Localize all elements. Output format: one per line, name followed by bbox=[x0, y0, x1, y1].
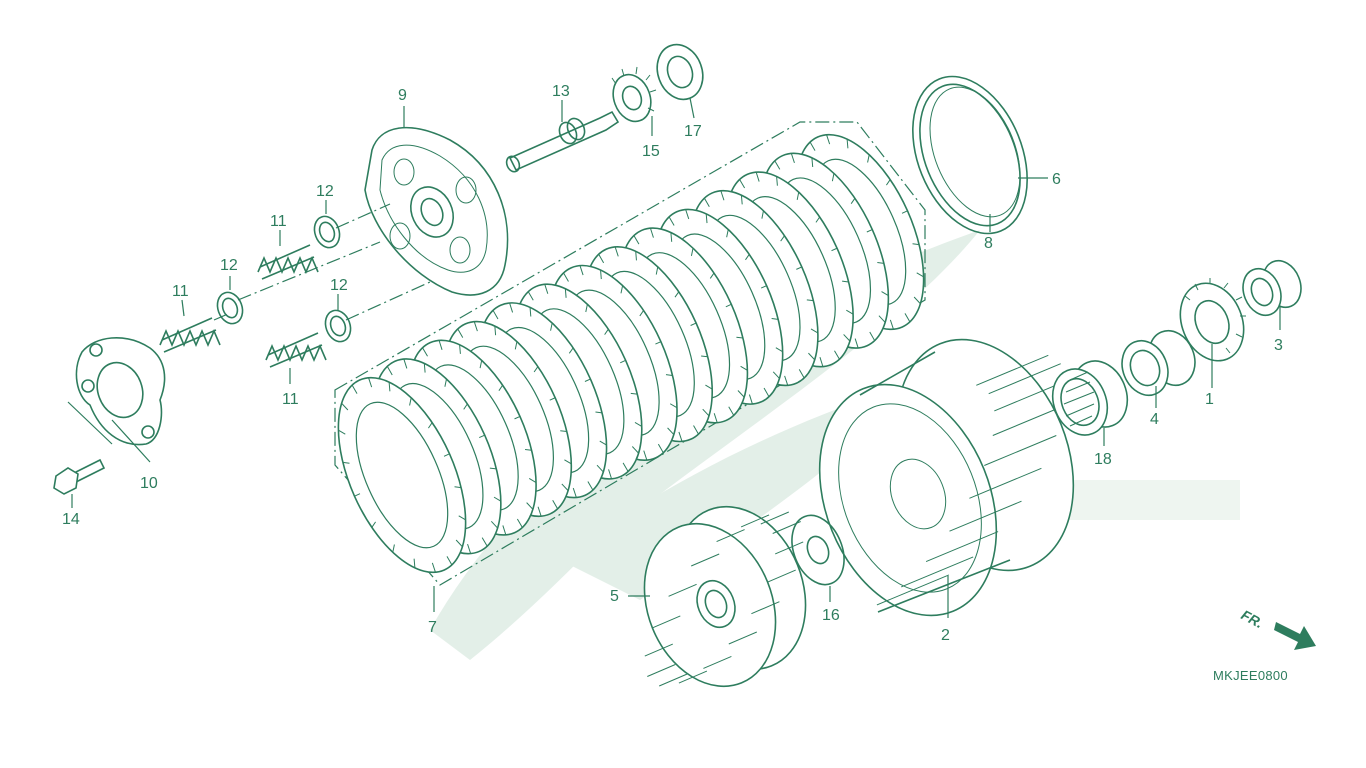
front-direction-indicator: FR. bbox=[1239, 607, 1316, 650]
diagram-code: MKJEE0800 bbox=[1213, 668, 1288, 683]
callout-10: 10 bbox=[140, 475, 158, 492]
part-10-lifter-plate bbox=[75, 337, 166, 446]
part-11-spring-c bbox=[265, 332, 327, 368]
spring-axis-c bbox=[335, 203, 391, 229]
callout-numbers: 1 2 3 4 5 6 7 8 9 10 11 11 11 12 12 12 1… bbox=[62, 83, 1283, 644]
part-1-drive-sprocket bbox=[1179, 278, 1246, 362]
part-5-clutch-center bbox=[643, 505, 807, 688]
callout-17: 17 bbox=[684, 123, 702, 140]
callout-11-c: 11 bbox=[282, 391, 299, 408]
clutch-disc bbox=[337, 376, 467, 574]
leader-lines bbox=[67, 97, 1281, 618]
part-4-collar bbox=[1121, 329, 1196, 397]
callout-12-c: 12 bbox=[330, 277, 348, 294]
outer-basket-slots bbox=[876, 354, 1067, 606]
callout-8: 8 bbox=[984, 235, 993, 252]
part-12-seat-c bbox=[324, 309, 352, 343]
callout-12-b: 12 bbox=[316, 183, 334, 200]
callout-11-b: 11 bbox=[270, 213, 287, 230]
front-arrow-icon bbox=[1274, 622, 1316, 650]
callout-15: 15 bbox=[642, 143, 660, 160]
spring-axis-b bbox=[345, 281, 431, 321]
part-13-lifter-rod bbox=[505, 110, 620, 173]
part-2-clutch-outer bbox=[818, 338, 1075, 617]
part-12-seat-a bbox=[216, 291, 244, 325]
part-11-spring-a bbox=[159, 317, 221, 353]
part-7-clutch-discs bbox=[337, 133, 925, 574]
callout-4: 4 bbox=[1150, 411, 1159, 428]
callout-6: 6 bbox=[1052, 171, 1061, 188]
callout-9: 9 bbox=[398, 87, 407, 104]
front-direction-label: FR. bbox=[1239, 607, 1266, 632]
callout-2: 2 bbox=[941, 627, 950, 644]
part-9-pressure-plate bbox=[364, 126, 509, 296]
part-16-thrust-washer bbox=[791, 514, 845, 586]
part-14-bolt bbox=[53, 458, 106, 495]
part-11-spring-b bbox=[257, 244, 319, 280]
callout-11-a: 11 bbox=[172, 283, 189, 300]
part-17-washer bbox=[656, 43, 704, 101]
part-18-needle-bearing bbox=[1051, 360, 1129, 436]
part-12-seat-b bbox=[313, 215, 341, 249]
callout-18: 18 bbox=[1094, 451, 1112, 468]
callout-14: 14 bbox=[62, 511, 80, 528]
callout-1: 1 bbox=[1205, 391, 1214, 408]
spring-axis-a bbox=[213, 241, 381, 321]
callout-3: 3 bbox=[1274, 337, 1283, 354]
callout-5: 5 bbox=[610, 588, 619, 605]
center-hub-splines bbox=[644, 511, 804, 687]
part-3-bush bbox=[1242, 259, 1302, 317]
callout-16: 16 bbox=[822, 607, 840, 624]
callout-12-a: 12 bbox=[220, 257, 238, 274]
part-6-ring bbox=[912, 75, 1028, 235]
part-15-bearing bbox=[611, 66, 657, 123]
callout-7: 7 bbox=[428, 619, 437, 636]
callout-13: 13 bbox=[552, 83, 570, 100]
